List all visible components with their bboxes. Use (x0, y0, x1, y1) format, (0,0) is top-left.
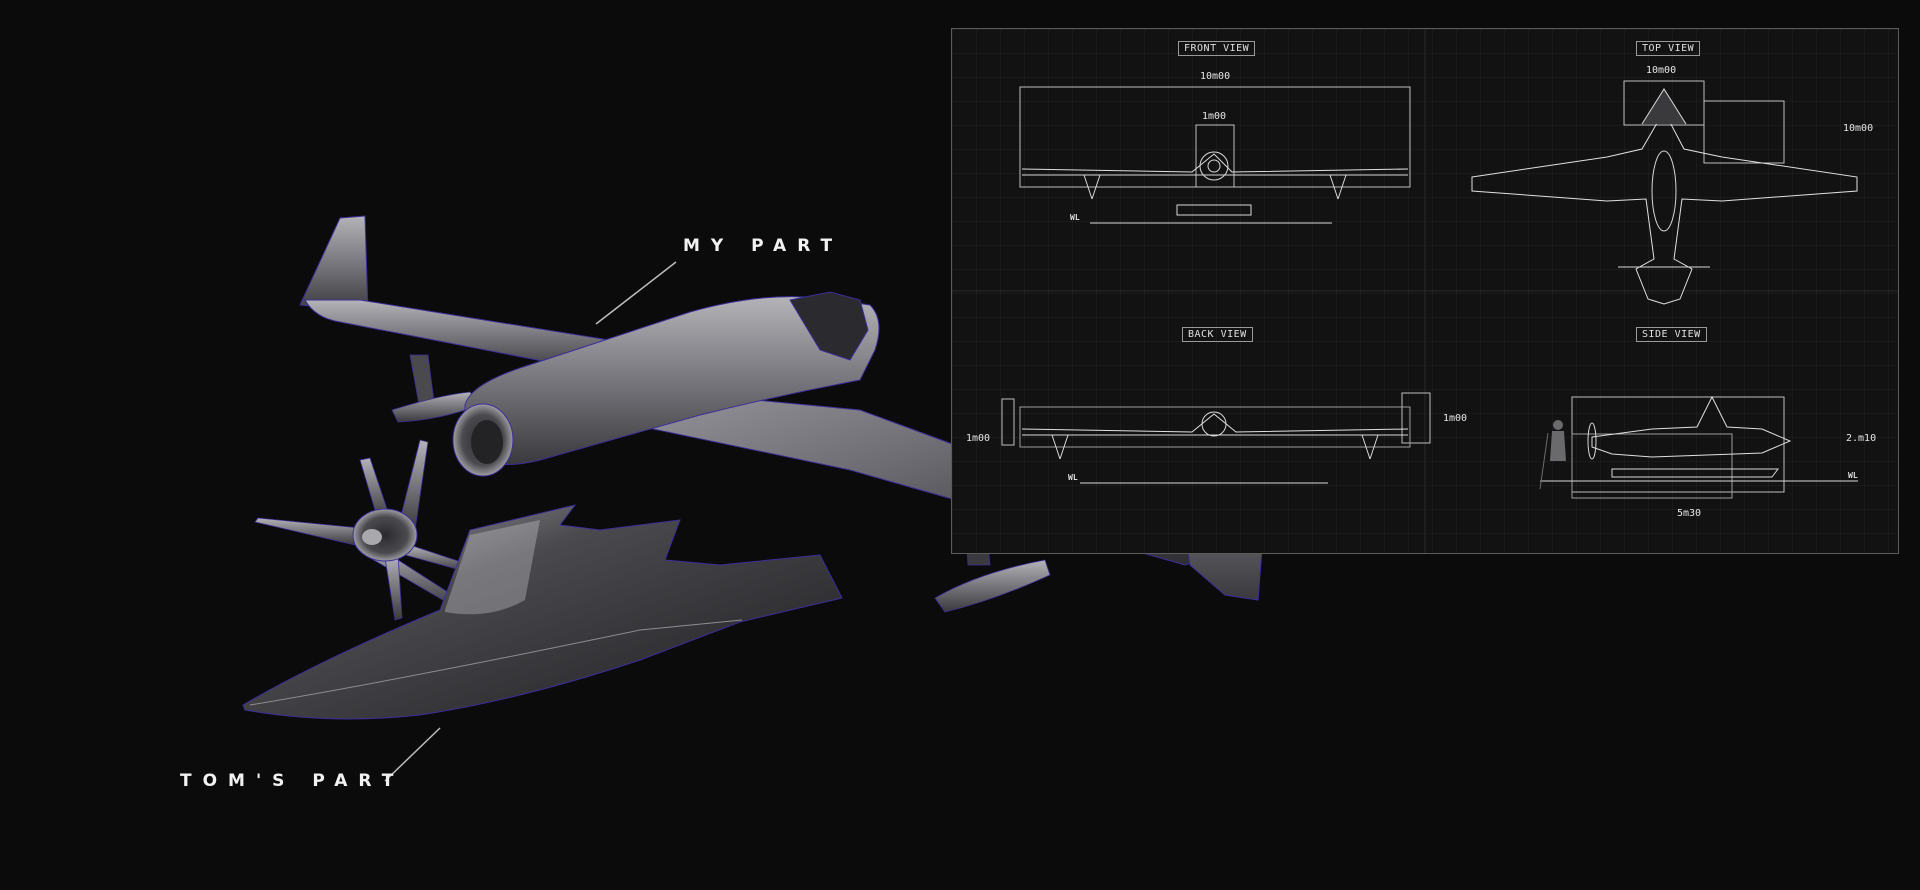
top-view-label: TOP VIEW (1636, 41, 1701, 56)
fuselage (464, 296, 880, 465)
hull (242, 504, 843, 720)
top-view-span-dimension: 10m00 (1646, 65, 1677, 76)
cockpit (789, 291, 869, 361)
front-view-span-dimension: 10m00 (1200, 71, 1231, 82)
back-view-right-dimension: 1m00 (1443, 413, 1468, 424)
side-view-length-dimension: 5m30 (1677, 508, 1702, 519)
top-view-length-dimension: 10m00 (1843, 123, 1874, 134)
my-part-leader (595, 261, 677, 325)
blueprint-drawings (952, 29, 1898, 553)
front-view-body-dimension: 1m00 (1202, 111, 1227, 122)
front-view-label: FRONT VIEW (1178, 41, 1256, 56)
side-view-waterline-label: WL (1848, 471, 1858, 480)
side-view-label: SIDE VIEW (1636, 327, 1707, 342)
toms-part-leader (384, 727, 441, 782)
propeller (254, 439, 471, 621)
top-view-drawing (1471, 80, 1858, 305)
side-view-drawing (1539, 395, 1858, 499)
callout-toms-part: TOM'S PART (180, 771, 405, 791)
back-view-left-dimension: 1m00 (966, 433, 991, 444)
front-view-drawing (1019, 86, 1411, 224)
callout-my-part: MY PART (683, 236, 844, 256)
back-view-label: BACK VIEW (1182, 327, 1253, 342)
right-float (934, 559, 1051, 613)
back-view-drawing (1001, 392, 1431, 484)
front-view-waterline-label: WL (1070, 213, 1080, 222)
blueprint-sheet: FRONT VIEW 10m00 1m00 WL TOP VIEW 10m00 … (951, 28, 1899, 554)
side-view-height-dimension: 2.m10 (1846, 433, 1877, 444)
back-view-waterline-label: WL (1068, 473, 1078, 482)
lower-hull-assembly (242, 439, 843, 720)
